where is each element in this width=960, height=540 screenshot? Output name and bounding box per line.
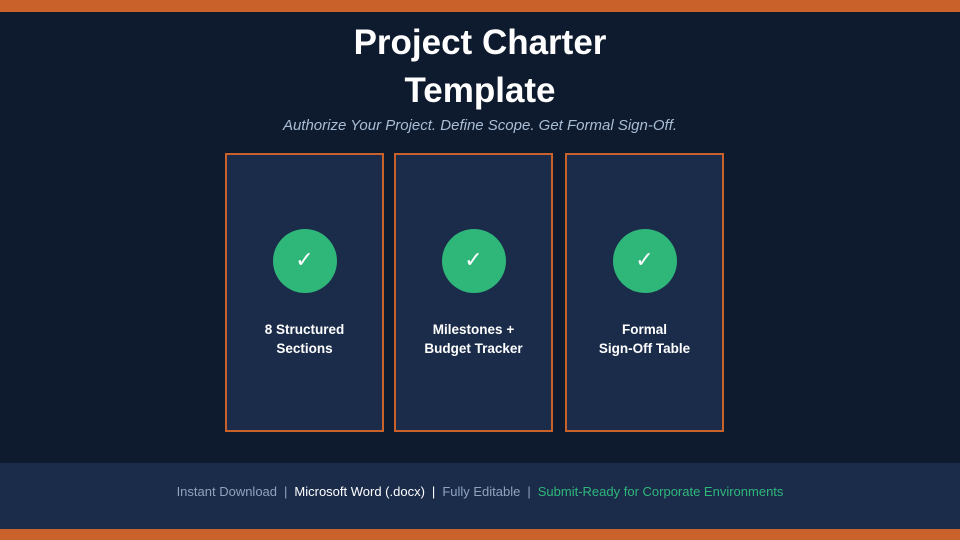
feature-card-label: Milestones + Budget Tracker bbox=[396, 320, 551, 358]
feature-card-label-line-2: Sections bbox=[276, 341, 333, 356]
feature-card-structured-sections: ✓ 8 Structured Sections bbox=[225, 153, 384, 432]
feature-card-label-line-1: 8 Structured bbox=[264, 322, 345, 337]
feature-card-label-line-2: Sign-Off Table bbox=[598, 341, 691, 356]
bottom-accent-bar bbox=[0, 529, 960, 540]
top-accent-bar bbox=[0, 0, 960, 12]
feature-card-label-line-1: Formal bbox=[621, 322, 667, 337]
footer-item-submit-ready: Submit-Ready for Corporate Environments bbox=[537, 484, 784, 499]
check-icon: ✓ bbox=[272, 229, 337, 293]
footer-separator: | bbox=[284, 484, 288, 499]
feature-card-label-line-1: Milestones + bbox=[432, 322, 515, 337]
check-icon: ✓ bbox=[441, 229, 506, 293]
footer-separator: | bbox=[431, 484, 436, 499]
feature-card-label-line-2: Budget Tracker bbox=[424, 341, 523, 356]
title-line-2: Template bbox=[404, 71, 556, 110]
feature-card-label: 8 Structured Sections bbox=[227, 320, 382, 358]
page-subtitle: Authorize Your Project. Define Scope. Ge… bbox=[282, 117, 678, 134]
footer-item-fully-editable: Fully Editable bbox=[442, 484, 521, 499]
footer-item-instant-download: Instant Download bbox=[176, 484, 278, 499]
footer-item-file-format: Microsoft Word (.docx) bbox=[294, 484, 425, 499]
feature-card-label: Formal Sign-Off Table bbox=[567, 320, 722, 358]
feature-card-sign-off-table: ✓ Formal Sign-Off Table bbox=[565, 153, 724, 432]
footer-features: Instant Download | Microsoft Word (.docx) |… bbox=[0, 483, 960, 501]
page-title: Project Charter Template bbox=[0, 19, 960, 115]
footer-separator: | bbox=[527, 484, 531, 499]
feature-card-milestones-budget: ✓ Milestones + Budget Tracker bbox=[394, 153, 553, 432]
check-icon: ✓ bbox=[612, 229, 677, 293]
title-line-1: Project Charter bbox=[353, 23, 607, 62]
footer-bar: Instant Download | Microsoft Word (.docx) |… bbox=[0, 463, 960, 529]
